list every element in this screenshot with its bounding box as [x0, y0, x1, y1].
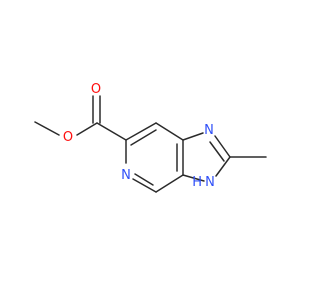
- bonds: [34, 95, 267, 193]
- bond-c6-c7-inner: [130, 129, 157, 146]
- bond-carbonyl-ring: [96, 122, 127, 141]
- structure-diagram: O O N N N H: [34, 82, 267, 193]
- bond-c7a-n1: [182, 132, 204, 141]
- bond-c4-n5: [132, 178, 157, 193]
- bond-ester-o-carbonyl-c: [76, 122, 98, 136]
- bond-c7-c7a: [155, 122, 184, 141]
- atom-nh-nitrogen: N: [205, 175, 215, 190]
- bond-c2-n3: [215, 156, 231, 177]
- atom-imine-nitrogen: N: [204, 123, 214, 138]
- bond-c4-n5-inner: [134, 173, 154, 186]
- molecule-canvas: O O N N N H: [34, 82, 267, 193]
- atom-pyridine-nitrogen: N: [121, 168, 131, 183]
- atom-labels: O O N N N H: [63, 82, 215, 190]
- bond-n1-c2: [214, 135, 231, 158]
- bond-n3-c3a: [182, 174, 205, 182]
- atom-ester-oxygen: O: [63, 130, 73, 145]
- bond-c6-c7: [125, 122, 157, 141]
- bond-c3a-c4: [155, 174, 184, 193]
- bond-n1-c2-inner: [209, 141, 225, 162]
- atom-nh-hydrogen: H: [192, 175, 202, 190]
- atom-carbonyl-oxygen: O: [91, 82, 101, 97]
- bond-methyl-ester-o: [34, 121, 60, 136]
